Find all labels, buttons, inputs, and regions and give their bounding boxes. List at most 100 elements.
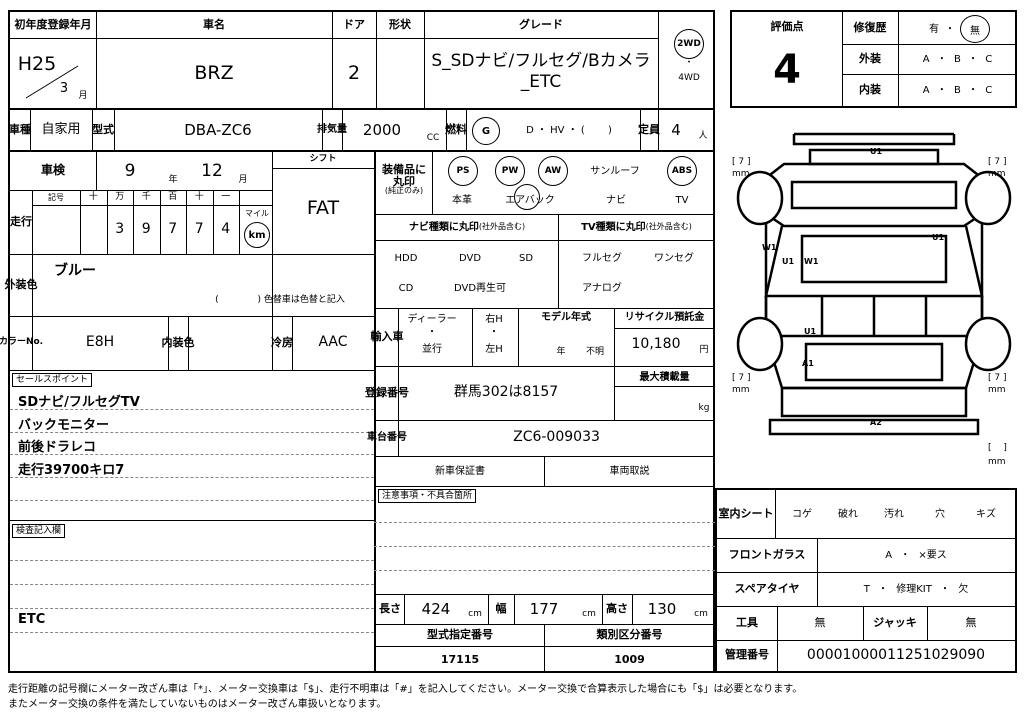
chassis-value: ZC6-009033: [513, 429, 600, 446]
max-load-label: 最大積載量: [639, 371, 690, 383]
sales-point-label: セールスポイント: [12, 373, 93, 387]
tv-oneseg: ワンセグ: [654, 252, 694, 264]
main-form: 初年度登録年月 車名 ドア 形状 グレード H25 3 月 BRZ 2 S_SD…: [0, 10, 715, 673]
car-name-label: 車名: [203, 17, 225, 31]
drive-dot: ・: [684, 58, 694, 69]
jack-value: 無: [965, 615, 977, 629]
first-reg-month-unit: 月: [78, 91, 88, 102]
first-reg-slash: [25, 65, 79, 99]
import-dot: ・: [427, 326, 437, 338]
shape-label: 形状: [389, 17, 411, 31]
first-reg-year: H25: [17, 52, 57, 75]
mark-paren-1: [ 7 ]: [732, 157, 750, 167]
width-unit: cm: [582, 609, 596, 620]
symbol-label: 記号: [48, 192, 64, 202]
inspection-year-unit: 年: [168, 175, 178, 186]
first-reg-month: 3: [59, 80, 69, 96]
import-left: 左H: [485, 343, 503, 355]
equipment-ps: PS: [448, 156, 478, 186]
mark-u1-left: U1: [782, 257, 794, 266]
seat-damage-item: 汚れ: [884, 508, 904, 520]
import-parallel: 並行: [422, 343, 442, 355]
fuel-label: 燃料: [445, 123, 467, 137]
mark-paren-2: [ 7 ]: [988, 157, 1006, 167]
digit-header: 万: [115, 192, 125, 203]
mark-mm-3: mm: [732, 385, 750, 395]
mark-a2: A2: [870, 418, 882, 427]
tv-analog: アナログ: [582, 282, 622, 294]
inspection-month: 12: [201, 160, 223, 181]
first-reg-label: 初年度登録年月: [14, 17, 92, 31]
repair-label: 修復歴: [853, 20, 887, 34]
drive-4wd: 4WD: [678, 73, 700, 84]
color-value: ブルー: [54, 263, 96, 279]
equipment-navi: ナビ: [606, 194, 626, 206]
fuel-g: G: [472, 117, 500, 145]
color-change-note: ( ) 色替車は色替と記入: [215, 295, 345, 306]
mileage-label: 走行: [10, 215, 32, 229]
equipment-pw: PW: [495, 156, 525, 186]
navi-type-label: ナビ種類に丸印(社外品含む): [408, 221, 526, 233]
ac-label: 冷房: [271, 336, 293, 350]
equipment-aw: AW: [538, 156, 568, 186]
equipment-airbag-circle: [514, 184, 540, 210]
mark-a1: A1: [802, 359, 814, 368]
interior-color-label: 内装色: [161, 336, 195, 350]
shift-label: シフト: [309, 154, 337, 165]
mark-paren-4: [ 7 ]: [988, 373, 1006, 383]
model-year-year: 年: [556, 347, 566, 358]
digit-value: 3: [115, 221, 125, 238]
navi-sd: SD: [518, 252, 534, 264]
digit-value: 4: [221, 221, 231, 238]
tv-fullseg: フルセグ: [582, 252, 622, 264]
displacement-unit: CC: [426, 133, 440, 144]
tv-type-label: TV種類に丸印(社外品含む): [581, 221, 692, 233]
manual: 車両取説: [609, 465, 650, 477]
windshield-label: フロントガラス: [728, 547, 806, 561]
repair-no: 無: [960, 15, 990, 43]
equipment-sunroof: サンルーフ: [590, 165, 640, 177]
seat-label: 室内シート: [718, 506, 774, 520]
color-label: 外装色: [4, 278, 38, 292]
length-unit: cm: [468, 609, 482, 620]
use-label: 車種: [9, 123, 31, 137]
navi-dvd-play: DVD再生可: [453, 282, 507, 294]
navi-cd: CD: [398, 282, 414, 294]
navi-hdd: HDD: [394, 252, 418, 264]
digit-header: 十: [88, 192, 98, 203]
equipment-abs: ABS: [667, 156, 697, 186]
category-label: 類別区分番号: [596, 627, 663, 641]
digit-header: 十: [194, 192, 204, 203]
category-value: 1009: [614, 652, 645, 666]
color-code: E8H: [85, 334, 115, 351]
seat-damage-item: キズ: [976, 508, 996, 520]
sales-line-3: 前後ドラレコ: [18, 440, 97, 455]
capacity-value: 4: [671, 120, 681, 139]
drive-2wd: 2WD: [674, 29, 704, 59]
windshield-value: A ・ ×要ス: [885, 549, 947, 561]
warranty: 新車保証書: [435, 465, 485, 477]
exterior-grades: A ・ B ・ C: [922, 53, 993, 65]
mark-u1-front: U1: [870, 147, 882, 156]
plate-value: 群馬302は8157: [453, 384, 559, 401]
capacity-label: 定員: [638, 123, 660, 137]
mark-u1-rear: U1: [804, 327, 816, 336]
inspection-year: 9: [124, 160, 136, 181]
recycle-label: リサイクル預託金: [624, 311, 705, 323]
mile-label: マイル: [245, 208, 269, 218]
digit-value: 7: [194, 221, 204, 238]
ac-value: AAC: [318, 334, 348, 351]
sales-line-1: SDナビ/フルセグTV: [18, 395, 140, 410]
digit-value: [80, 208, 107, 252]
sales-line-2: バックモニター: [18, 418, 110, 433]
import-label: 輸入車: [370, 330, 404, 344]
mark-w1-left: W1: [762, 243, 777, 252]
displacement-label: 排気量: [317, 123, 347, 135]
digit-header: 百: [168, 192, 178, 203]
type-designation-value: 17115: [440, 652, 480, 666]
digit-header: 一: [221, 192, 231, 203]
inspection-notes-label: 検査記入欄: [12, 524, 66, 538]
mark-mm-1: mm: [732, 169, 750, 179]
equipment-label: 装備品に丸印 (純正のみ): [382, 163, 426, 196]
equipment-leather: 本革: [452, 194, 472, 206]
